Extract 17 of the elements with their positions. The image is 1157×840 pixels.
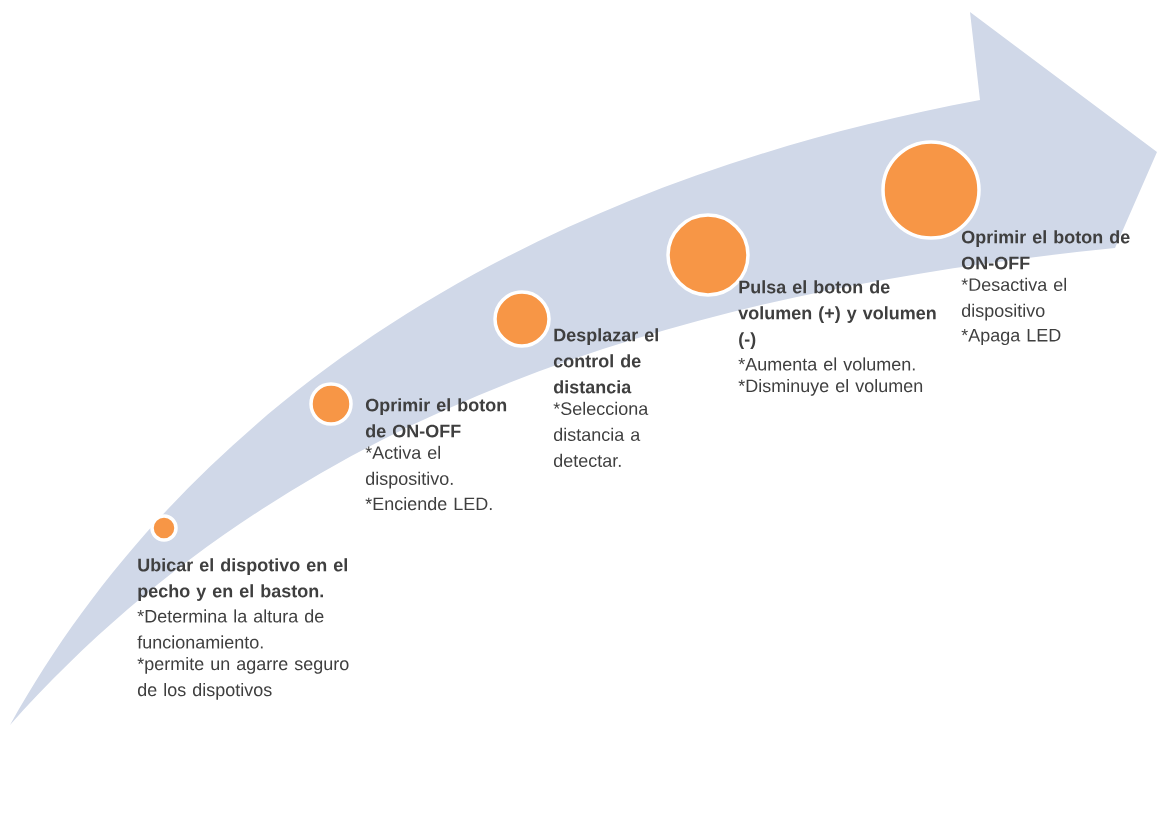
step-circle — [150, 514, 178, 542]
step-description: *Selecciona distancia a detectar. — [553, 401, 649, 468]
step-description: *Enciende LED. — [365, 497, 492, 511]
step-title: Pulsa el boton de volumen (+) y volumen (-) — [738, 280, 936, 349]
step-description: *permite un agarre seguro de los dispotivos — [137, 657, 349, 700]
step-description: *Aumenta el volumen. — [738, 357, 915, 371]
step-description: *Disminuye el volumen — [738, 379, 923, 396]
step-title: Oprimir el boton de ON-OFF — [365, 398, 507, 438]
step-description: *Apaga LED — [961, 329, 1061, 346]
step-title: Oprimir el boton de ON-OFF — [961, 230, 1130, 270]
step-circle — [493, 290, 551, 348]
step-title: Ubicar el dispotivo en el pecho y en el baston. — [138, 558, 347, 601]
step-circle — [309, 382, 353, 426]
step-description: *Activa el dispositivo. — [365, 445, 453, 489]
step-description: *Determina la altura de funcionamiento. — [137, 609, 324, 649]
step-description: *Desactiva el dispositivo — [961, 277, 1066, 321]
step-title: Desplazar el control de distancia — [553, 328, 658, 394]
